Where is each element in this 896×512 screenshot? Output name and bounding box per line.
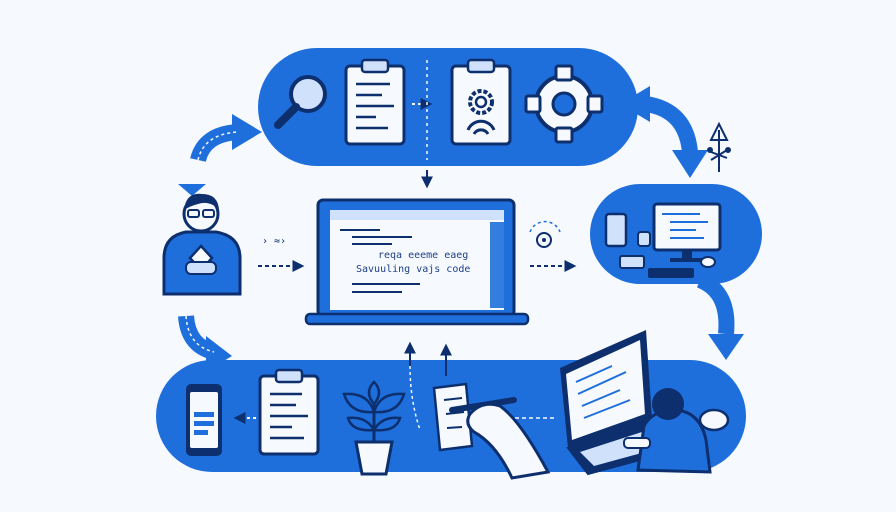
coder-at-laptop-icon (560, 330, 730, 476)
writing-hand-icon (432, 382, 551, 480)
right-connector (529, 220, 577, 272)
laptop-icon: reqa eeeme eaeg Savuuling vajs code (304, 170, 530, 326)
curved-arrow-top-left (190, 114, 262, 163)
process-arrow (412, 60, 433, 160)
developer-avatar-icon (162, 184, 242, 296)
clipboard-icon (344, 58, 406, 146)
plant-icon (342, 380, 406, 476)
tree-icon (707, 121, 731, 172)
laptop-screen-line-1: reqa eeeme eaeg (378, 250, 468, 261)
left-connector: › ≈› (258, 236, 305, 272)
clipboard-icon (258, 368, 320, 456)
workstation-icon (590, 184, 762, 284)
svg-text:› ≈›: › ≈› (262, 236, 286, 247)
phone-icon (186, 384, 222, 456)
magnifier-icon (274, 75, 327, 129)
clipboard-gear-icon (450, 58, 512, 146)
upward-connectors (404, 341, 554, 431)
laptop-screen-line-2: Savuuling vajs code (356, 264, 470, 275)
curved-arrow-right-down (696, 272, 744, 360)
gear-icon (524, 64, 604, 144)
curved-arrow-top-right (620, 86, 708, 178)
